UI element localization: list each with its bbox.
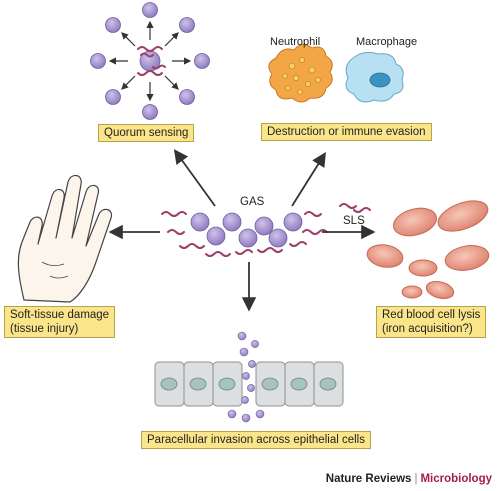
paracellular-invasion-label: Paracellular invasion across epithelial … [141, 431, 371, 449]
arrow-to-quorum [173, 149, 216, 207]
macrophage-cell [345, 51, 404, 103]
pathway-arrows [108, 149, 376, 312]
epithelial-layer [154, 361, 344, 407]
invading-bacteria [227, 331, 265, 423]
journal-credit: Nature Reviews|Microbiology [326, 473, 492, 485]
quorum-peptides [137, 46, 166, 76]
soft-tissue-damage-label: Soft-tissue damage (tissue injury) [4, 306, 116, 338]
credit-journal: Nature Reviews [325, 473, 412, 485]
credit-separator: | [414, 473, 418, 485]
neutrophil-label: Neutrophil [270, 36, 321, 48]
credit-section: Microbiology [420, 473, 492, 485]
quorum-sensing-label: Quorum sensing [98, 124, 195, 142]
macrophage-label: Macrophage [356, 36, 418, 48]
destruction-immune-evasion-label: Destruction or immune evasion [261, 123, 432, 141]
rbc-line1: Red blood cell lysis [382, 309, 481, 321]
neutrophil-cell [268, 44, 333, 103]
arrow-to-immune-evasion [291, 151, 326, 207]
gas-label: GAS [240, 196, 265, 208]
soft-tissue-line1: Soft-tissue damage [10, 309, 110, 321]
red-blood-cells [366, 200, 490, 300]
sls-label: SLS [343, 215, 365, 227]
quorum-bacteria [90, 2, 210, 120]
hand-illustration [17, 174, 113, 303]
sls-peptides [339, 203, 371, 213]
soft-tissue-line2: (tissue injury) [10, 323, 79, 335]
rbc-line2: (iron acquisition?) [382, 323, 473, 335]
quorum-arrows [108, 20, 192, 102]
quorum-sensing-illustration [90, 2, 210, 120]
gas-bacteria-chain [161, 211, 328, 257]
rbc-lysis-label: Red blood cell lysis (iron acquisition?) [376, 306, 487, 338]
